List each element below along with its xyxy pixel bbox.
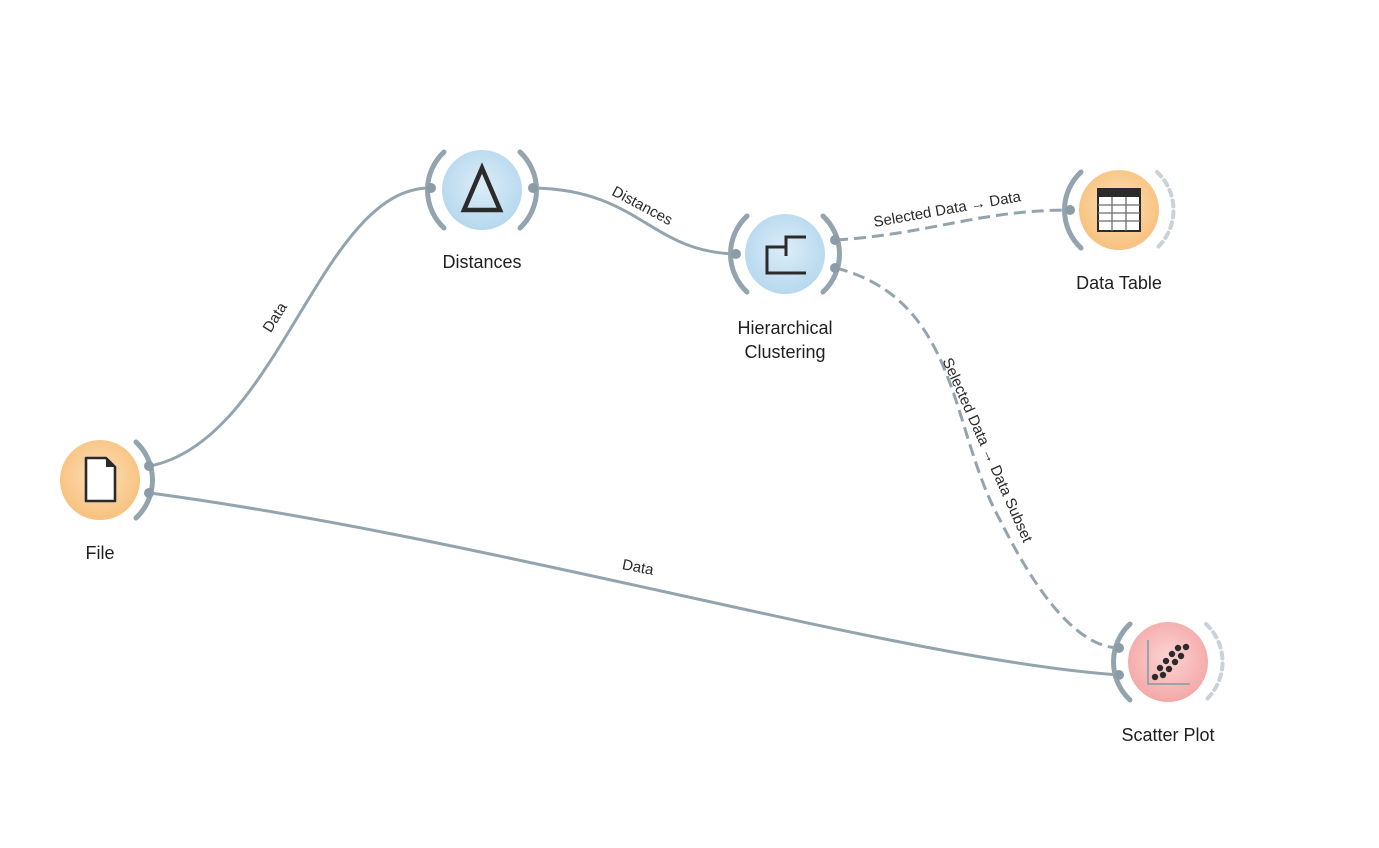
hierarchical-label-line1: Hierarchical xyxy=(737,318,832,338)
scatter-plot-output-channel[interactable] xyxy=(1204,622,1225,702)
file-output-channel[interactable] xyxy=(133,439,155,521)
node-scatter-plot[interactable]: Scatter Plot xyxy=(1111,621,1225,745)
distances-node-circle[interactable] xyxy=(442,150,522,230)
scatter-plot-input-channel[interactable] xyxy=(1111,621,1133,703)
node-data-table[interactable]: Data Table xyxy=(1062,169,1176,293)
link-label-file-scatter-plot: Data xyxy=(621,556,656,579)
file-icon xyxy=(84,456,117,503)
scatter-plot-label: Scatter Plot xyxy=(1121,725,1214,745)
link-file-scatter-plot[interactable] xyxy=(148,491,1122,677)
scatter-plot-anchor-in-2[interactable] xyxy=(1114,670,1124,680)
node-hierarchical-clustering[interactable]: Hierarchical Clustering xyxy=(728,213,842,362)
link-hierarchical-scatter-plot[interactable] xyxy=(834,266,1122,650)
link-label-hierarchical-scatter-plot: Selected Data → Data Subset xyxy=(939,355,1036,545)
hierarchical-input-channel[interactable] xyxy=(728,213,750,295)
data-table-label: Data Table xyxy=(1076,273,1162,293)
link-label-file-distances: Data xyxy=(260,299,292,335)
data-table-input-channel[interactable] xyxy=(1062,169,1084,251)
hierarchical-anchor-in[interactable] xyxy=(731,249,741,259)
hierarchical-output-channel[interactable] xyxy=(820,213,842,295)
file-anchor-out-2[interactable] xyxy=(144,488,154,498)
hierarchical-label-line2: Clustering xyxy=(744,342,825,362)
distances-anchor-in[interactable] xyxy=(426,183,436,193)
hierarchical-anchor-out-2[interactable] xyxy=(830,263,840,273)
file-label: File xyxy=(85,543,114,563)
distances-anchor-out[interactable] xyxy=(528,183,538,193)
scatter-plot-icon xyxy=(1147,640,1190,685)
hierarchical-anchor-out-1[interactable] xyxy=(830,235,840,245)
file-anchor-out-1[interactable] xyxy=(144,461,154,471)
data-table-output-channel[interactable] xyxy=(1155,170,1176,250)
delta-icon xyxy=(460,162,504,213)
node-file[interactable]: File xyxy=(60,439,155,563)
link-file-distances[interactable] xyxy=(148,186,432,468)
node-distances[interactable]: Distances xyxy=(425,149,539,272)
distances-label: Distances xyxy=(442,252,521,272)
dendrogram-icon xyxy=(765,235,806,275)
data-table-anchor-in[interactable] xyxy=(1065,205,1075,215)
table-icon xyxy=(1097,188,1141,232)
scatter-plot-anchor-in-1[interactable] xyxy=(1114,643,1124,653)
